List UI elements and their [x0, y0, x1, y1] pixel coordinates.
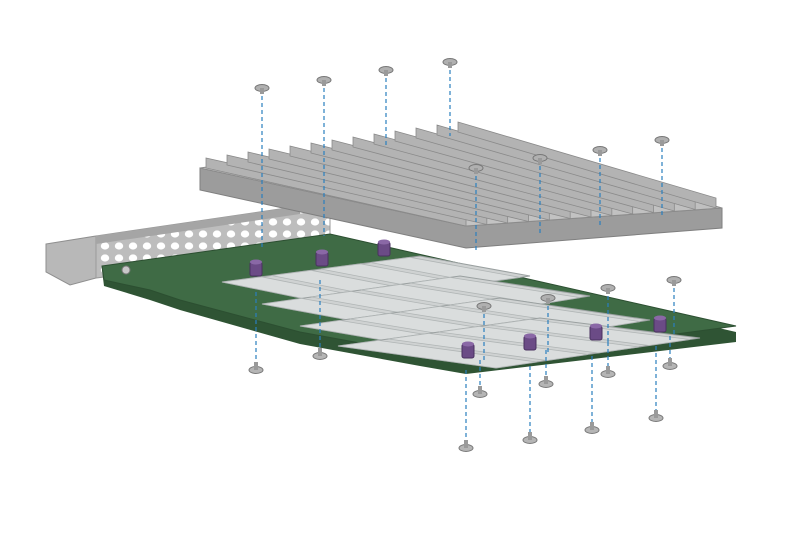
screw-shank	[672, 280, 676, 286]
bottom-screw-shank	[544, 376, 548, 384]
screw-shank	[598, 150, 602, 156]
screw-shank	[322, 80, 326, 86]
bottom-screw-shank	[464, 440, 468, 448]
heatsink-fin	[457, 121, 717, 209]
screw-shank	[448, 62, 452, 68]
ssd-chip	[388, 332, 588, 361]
bottom-screw-shank	[254, 362, 258, 370]
standoff-top	[462, 341, 474, 347]
bottom-screw-shank	[654, 410, 658, 418]
bottom-screw-shank	[668, 358, 672, 366]
standoff-top	[590, 323, 602, 329]
ssd-chip	[438, 325, 639, 354]
screw-shank	[606, 288, 610, 294]
pcb-mount-hole	[121, 265, 131, 275]
ssd-chip	[410, 276, 581, 305]
screw-shank	[384, 70, 388, 76]
screw-shank	[538, 158, 542, 164]
heatsink-fins	[205, 121, 717, 227]
standoffs	[249, 239, 667, 359]
screw-shank	[660, 140, 664, 146]
ssd-chip	[337, 339, 537, 369]
ssd-modules	[221, 255, 701, 369]
screws-bottom	[248, 280, 678, 452]
bottom-screw-shank	[528, 432, 532, 440]
ssd-chip	[370, 256, 521, 284]
bottom-screw-shank	[478, 386, 482, 394]
standoff-top	[316, 249, 328, 255]
screw-shank	[482, 306, 486, 312]
standoff-top	[250, 259, 262, 265]
heatsink	[199, 121, 723, 249]
screw-shank	[474, 168, 478, 174]
bottom-screw-shank	[606, 366, 610, 374]
bottom-screw-shank	[318, 348, 322, 356]
standoff-top	[378, 239, 390, 245]
screws-top	[254, 58, 682, 360]
screw-shank	[260, 88, 264, 94]
screw-shank	[546, 298, 550, 304]
bottom-screw-shank	[590, 422, 594, 430]
standoff-top	[654, 315, 666, 321]
standoff-top	[524, 333, 536, 339]
